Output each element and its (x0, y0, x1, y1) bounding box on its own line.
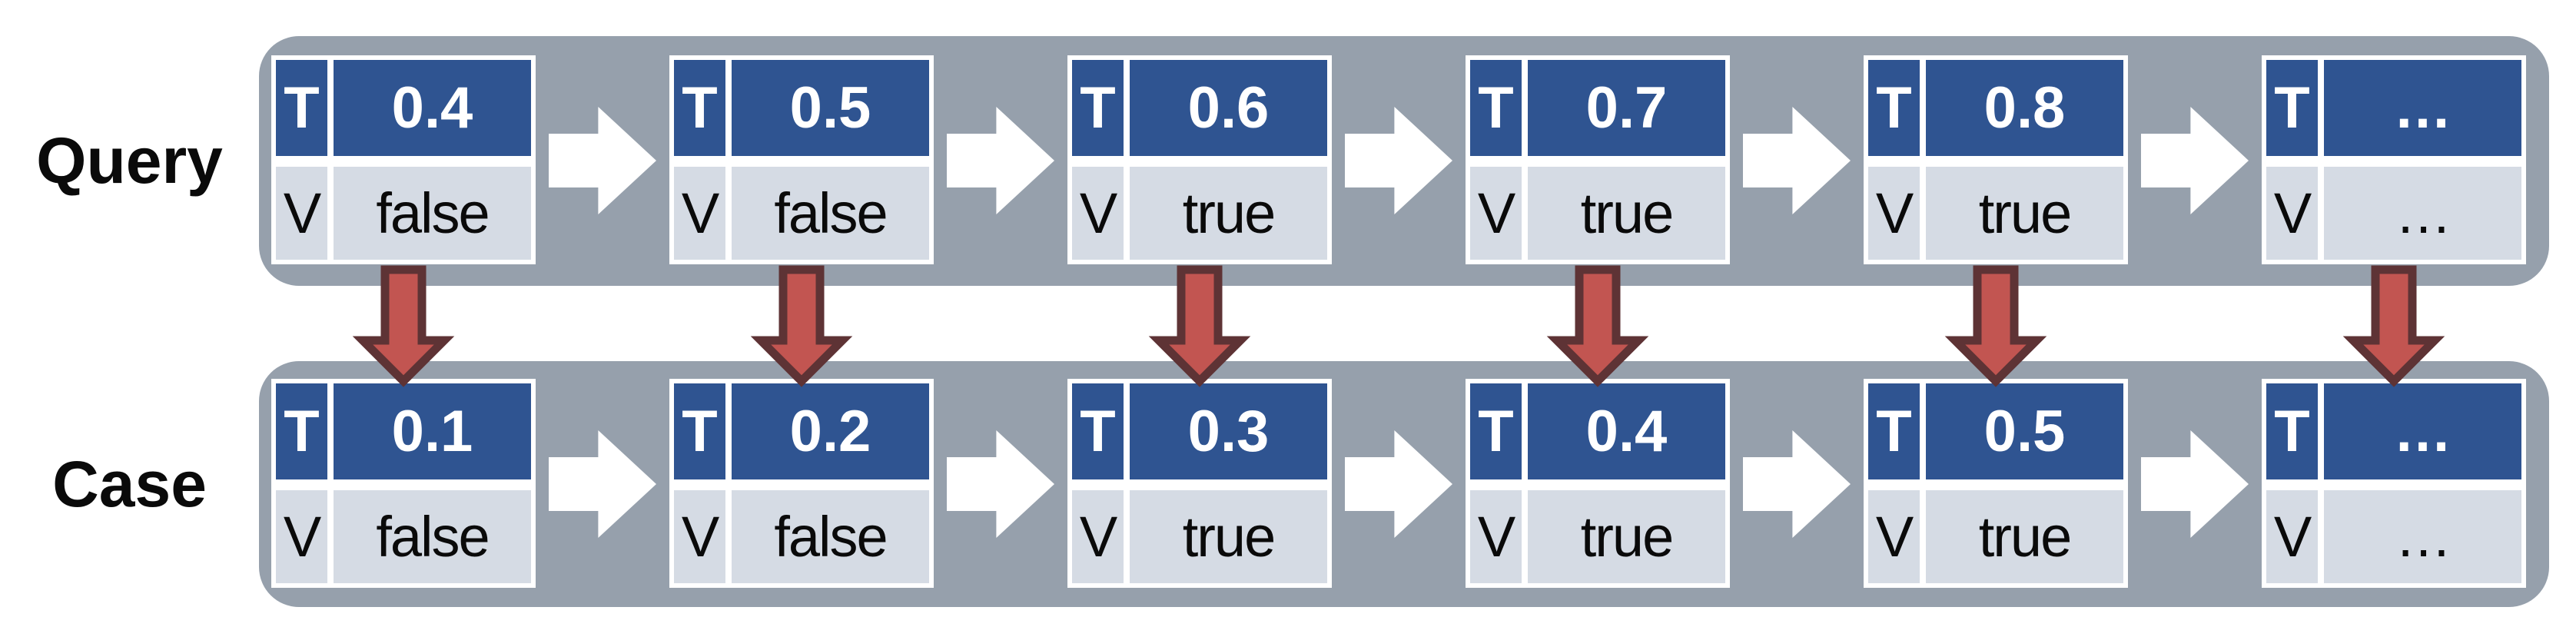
v-value-cell: true (1130, 167, 1327, 260)
match-arrow-down-icon (2342, 265, 2445, 387)
query-row-label: Query (36, 124, 223, 197)
v-value-cell: true (1528, 490, 1725, 583)
v-header-cell: V (674, 167, 725, 260)
match-arrow-down-icon (750, 265, 853, 387)
match-arrow-down-icon (1546, 265, 1649, 387)
v-header-cell: V (1470, 490, 1522, 583)
match-arrow-down-icon (352, 265, 455, 387)
v-value-cell: true (1528, 167, 1725, 260)
query-node: T 0.7 V true (1466, 55, 1730, 264)
v-value-cell: false (732, 490, 929, 583)
t-header-cell: T (1072, 60, 1124, 156)
t-header-cell: T (1868, 60, 1920, 156)
t-header-cell: T (276, 60, 327, 156)
case-node: T 0.3 V true (1067, 379, 1332, 588)
v-value-cell: true (1926, 490, 2123, 583)
t-value-cell: 0.2 (732, 383, 929, 479)
t-value-cell: 0.3 (1130, 383, 1327, 479)
case-node: T 0.5 V true (1864, 379, 2128, 588)
v-header-cell: V (1470, 167, 1522, 260)
t-value-cell: … (2324, 60, 2521, 156)
v-header-cell: V (2266, 167, 2318, 260)
t-value-cell: 0.4 (1528, 383, 1725, 479)
query-node: T 0.8 V true (1864, 55, 2128, 264)
t-value-cell: 0.5 (1926, 383, 2123, 479)
t-header-cell: T (2266, 383, 2318, 479)
t-header-cell: T (276, 383, 327, 479)
v-value-cell: true (1130, 490, 1327, 583)
t-header-cell: T (1470, 383, 1522, 479)
v-value-cell: … (2324, 490, 2521, 583)
v-value-cell: false (732, 167, 929, 260)
case-node: T 0.1 V false (271, 379, 536, 588)
query-node: T 0.4 V false (271, 55, 536, 264)
t-header-cell: T (2266, 60, 2318, 156)
case-node: T … V … (2262, 379, 2526, 588)
match-arrow-down-icon (1944, 265, 2047, 387)
v-header-cell: V (674, 490, 725, 583)
query-node: T … V … (2262, 55, 2526, 264)
t-header-cell: T (1868, 383, 1920, 479)
case-row-label: Case (52, 447, 207, 520)
query-node: T 0.5 V false (669, 55, 934, 264)
v-header-cell: V (1868, 490, 1920, 583)
match-arrow-down-icon (1148, 265, 1251, 387)
t-header-cell: T (674, 60, 725, 156)
v-header-cell: V (1072, 490, 1124, 583)
query-node: T 0.6 V true (1067, 55, 1332, 264)
t-header-cell: T (1072, 383, 1124, 479)
v-header-cell: V (2266, 490, 2318, 583)
t-value-cell: 0.5 (732, 60, 929, 156)
t-value-cell: 0.8 (1926, 60, 2123, 156)
case-node: T 0.4 V true (1466, 379, 1730, 588)
v-header-cell: V (1072, 167, 1124, 260)
v-value-cell: true (1926, 167, 2123, 260)
v-value-cell: … (2324, 167, 2521, 260)
case-node: T 0.2 V false (669, 379, 934, 588)
v-header-cell: V (276, 490, 327, 583)
v-header-cell: V (1868, 167, 1920, 260)
v-value-cell: false (334, 167, 531, 260)
v-value-cell: false (334, 490, 531, 583)
t-header-cell: T (674, 383, 725, 479)
t-value-cell: 0.1 (334, 383, 531, 479)
t-value-cell: … (2324, 383, 2521, 479)
t-value-cell: 0.6 (1130, 60, 1327, 156)
t-header-cell: T (1470, 60, 1522, 156)
v-header-cell: V (276, 167, 327, 260)
t-value-cell: 0.7 (1528, 60, 1725, 156)
t-value-cell: 0.4 (334, 60, 531, 156)
